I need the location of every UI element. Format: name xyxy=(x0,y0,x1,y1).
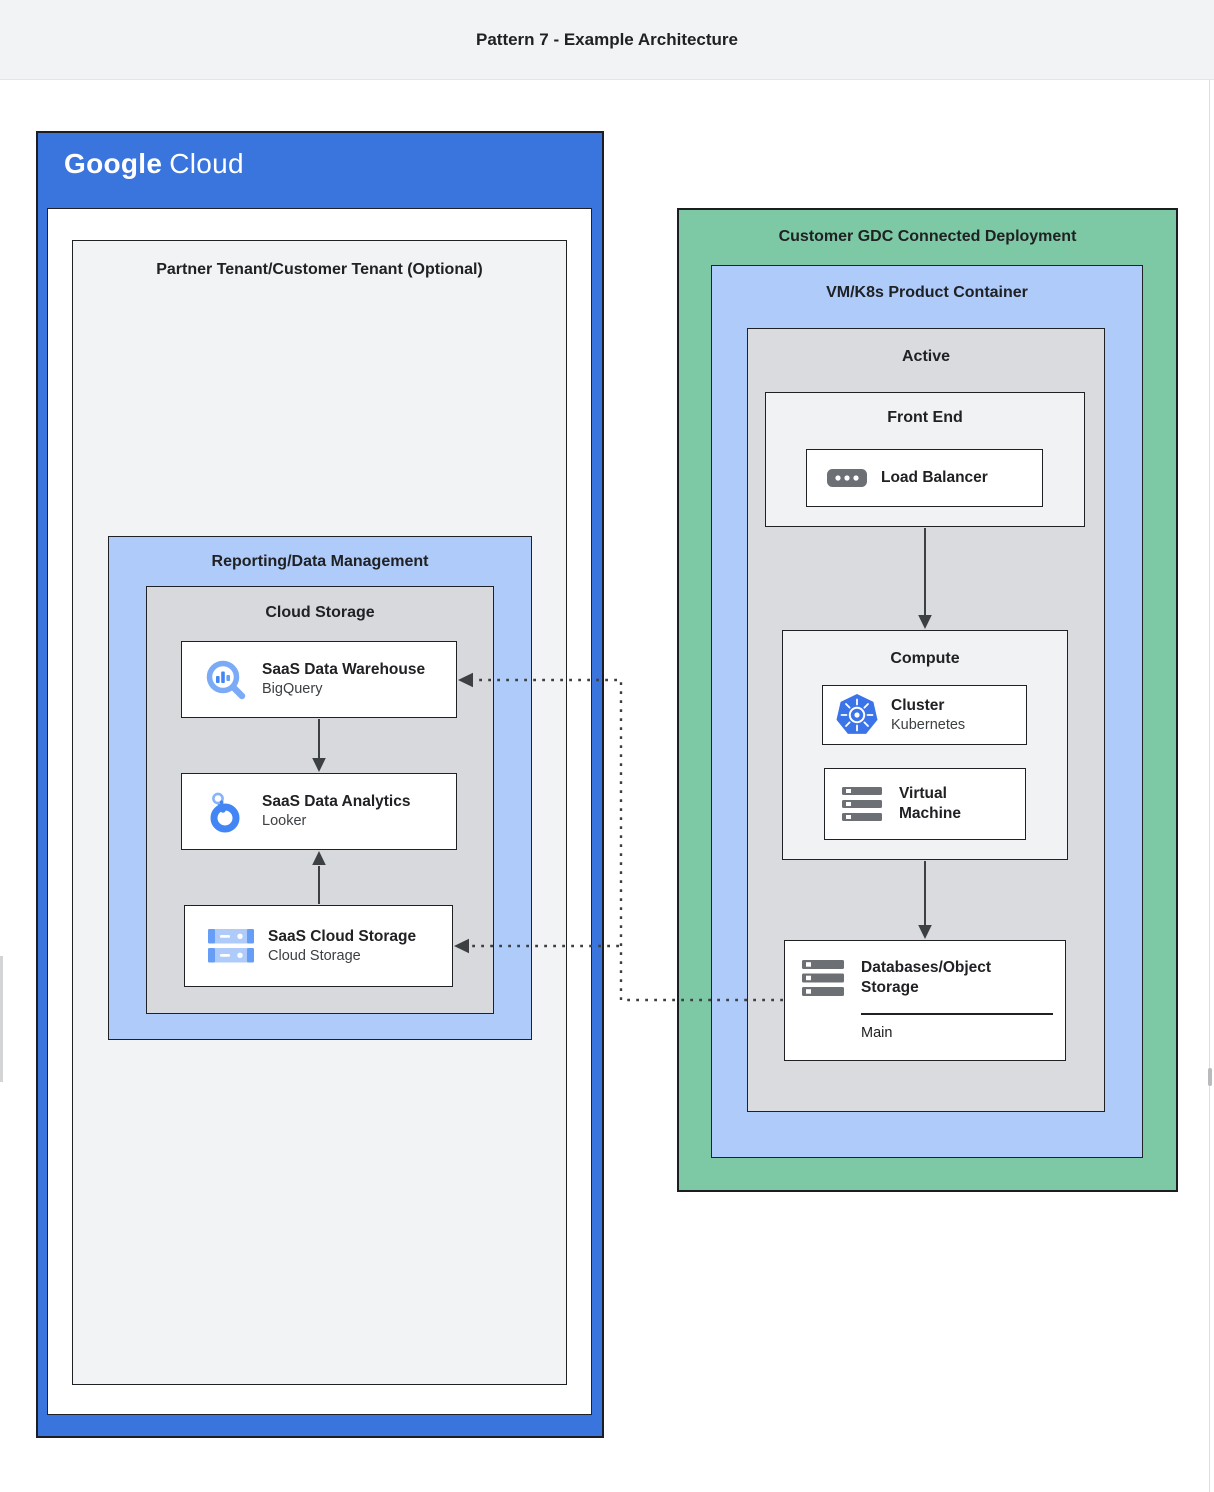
load-balancer-icon xyxy=(827,469,867,487)
looker-icon xyxy=(203,789,249,835)
node-load-balancer: Load Balancer xyxy=(806,449,1043,507)
partner-tenant-title: Partner Tenant/Customer Tenant (Optional… xyxy=(156,261,483,278)
front-end-title: Front End xyxy=(887,409,963,426)
canvas-left-edge xyxy=(0,956,3,1082)
bigquery-icon xyxy=(203,657,249,703)
node-footer-label: Main xyxy=(861,1025,893,1041)
node-title: Load Balancer xyxy=(881,469,988,487)
virtual-machine-icon xyxy=(841,786,883,822)
node-saas-cloud-storage: SaaS Cloud Storage Cloud Storage xyxy=(184,905,453,987)
node-virtual-machine: Virtual Machine xyxy=(824,768,1026,840)
node-title: SaaS Data Warehouse xyxy=(262,661,426,679)
cloud-storage-group-title: Cloud Storage xyxy=(265,604,375,621)
cloud-storage-icon xyxy=(207,928,255,964)
node-subtitle: BigQuery xyxy=(262,681,323,698)
node-databases-object-storage: Databases/Object Storage Main xyxy=(784,940,1066,1061)
reporting-title: Reporting/Data Management xyxy=(211,553,429,570)
logo-google-text: Google xyxy=(64,148,163,179)
vmk8s-title: VM/K8s Product Container xyxy=(826,284,1028,301)
kubernetes-icon xyxy=(835,693,879,737)
node-saas-data-warehouse: SaaS Data Warehouse BigQuery xyxy=(181,641,457,718)
node-divider xyxy=(861,1013,1053,1015)
compute-title: Compute xyxy=(890,650,960,667)
diagram-header-bar: Pattern 7 - Example Architecture xyxy=(0,0,1214,80)
node-title: Cluster xyxy=(891,696,945,714)
logo-cloud-text: Cloud xyxy=(169,148,244,179)
gdc-deployment-title: Customer GDC Connected Deployment xyxy=(778,228,1077,245)
canvas-right-edge xyxy=(1209,80,1210,1492)
node-subtitle: Cloud Storage xyxy=(268,947,361,964)
node-title: SaaS Data Analytics xyxy=(262,793,411,811)
node-title: SaaS Cloud Storage xyxy=(268,927,417,945)
node-subtitle: Kubernetes xyxy=(891,716,966,733)
node-title: Virtual Machine xyxy=(899,785,962,822)
node-cluster: Cluster Kubernetes xyxy=(822,685,1027,745)
node-saas-data-analytics: SaaS Data Analytics Looker xyxy=(181,773,457,850)
node-title: Databases/Object Storage xyxy=(861,959,992,996)
active-title: Active xyxy=(901,348,951,365)
node-subtitle: Looker xyxy=(262,813,307,830)
scrollbar-thumb[interactable] xyxy=(1208,1068,1212,1086)
page-title: Pattern 7 - Example Architecture xyxy=(475,29,738,49)
object-storage-icon xyxy=(801,959,845,1002)
